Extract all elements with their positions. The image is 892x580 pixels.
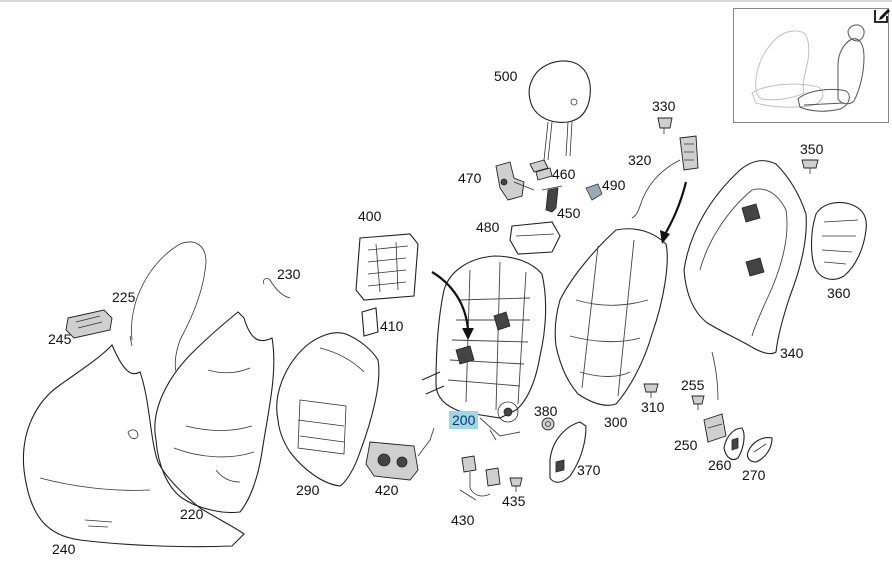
part-230-clip[interactable] — [263, 277, 291, 299]
callout-225[interactable]: 225 — [112, 289, 136, 305]
part-470-bracket[interactable] — [495, 161, 535, 201]
part-480-cover[interactable] — [509, 221, 561, 255]
part-460-clips[interactable] — [529, 159, 553, 181]
part-330-screw[interactable] — [657, 117, 673, 134]
callout-360[interactable]: 360 — [827, 285, 851, 301]
callout-260[interactable]: 260 — [708, 457, 732, 473]
callout-290[interactable]: 290 — [296, 482, 320, 498]
callout-500[interactable]: 500 — [494, 68, 518, 84]
part-410-pad[interactable] — [361, 307, 379, 337]
part-240-backrest-cover[interactable] — [22, 344, 245, 548]
callout-310[interactable]: 310 — [641, 399, 665, 415]
callout-330[interactable]: 330 — [652, 98, 676, 114]
callout-480[interactable]: 480 — [476, 219, 500, 235]
part-430-harness[interactable] — [459, 455, 501, 501]
callout-410[interactable]: 410 — [380, 318, 404, 334]
part-450-guide[interactable] — [541, 185, 563, 213]
callout-450[interactable]: 450 — [557, 205, 581, 221]
callout-255[interactable]: 255 — [681, 377, 705, 393]
callout-270[interactable]: 270 — [742, 467, 766, 483]
callout-470[interactable]: 470 — [458, 170, 482, 186]
part-270-cap[interactable] — [746, 437, 773, 463]
part-500-headrest[interactable] — [528, 60, 591, 161]
seat-overview-drawing — [751, 24, 865, 112]
arrow-320-to-300 — [660, 181, 688, 244]
overview-thumbnail[interactable] — [733, 8, 889, 123]
callout-220[interactable]: 220 — [180, 506, 204, 522]
callout-230[interactable]: 230 — [277, 266, 301, 282]
part-420-motor-unit[interactable] — [365, 427, 435, 481]
callout-460[interactable]: 460 — [552, 166, 576, 182]
part-255-screw[interactable] — [691, 395, 705, 410]
part-220-backrest-upholstery[interactable] — [154, 311, 275, 514]
arrow-400-to-200 — [431, 271, 474, 340]
part-290-backrest-panel[interactable] — [276, 332, 380, 487]
callout-430[interactable]: 430 — [451, 512, 475, 528]
callout-350[interactable]: 350 — [800, 141, 824, 157]
callout-400[interactable]: 400 — [358, 208, 382, 224]
callout-380[interactable]: 380 — [534, 403, 558, 419]
part-380-nut[interactable] — [541, 417, 555, 431]
callout-435[interactable]: 435 — [502, 493, 526, 509]
part-370-side-trim[interactable] — [549, 421, 587, 483]
callout-370[interactable]: 370 — [577, 462, 601, 478]
callout-250[interactable]: 250 — [674, 437, 698, 453]
part-225-wire[interactable] — [129, 241, 207, 373]
callout-200-selected[interactable]: 200 — [449, 411, 479, 429]
part-250-bracket[interactable] — [703, 351, 727, 443]
part-245-switch[interactable] — [65, 309, 113, 339]
part-260-button[interactable] — [723, 427, 745, 461]
callout-420[interactable]: 420 — [375, 482, 399, 498]
edit-icon[interactable] — [873, 6, 891, 24]
callout-490[interactable]: 490 — [602, 177, 626, 193]
part-340-back-shell[interactable] — [683, 160, 807, 355]
callout-245[interactable]: 245 — [48, 331, 72, 347]
callout-320[interactable]: 320 — [628, 152, 652, 168]
part-400-lumbar-support[interactable] — [355, 233, 419, 301]
callout-340[interactable]: 340 — [780, 345, 804, 361]
part-490-knob[interactable] — [585, 183, 603, 201]
part-300-rear-frame[interactable] — [554, 228, 668, 406]
part-435-screw[interactable] — [509, 477, 523, 492]
part-200-backrest-frame[interactable] — [421, 255, 547, 441]
top-divider — [0, 0, 892, 2]
part-320-cable[interactable] — [631, 135, 699, 219]
part-360-grille[interactable] — [810, 201, 867, 280]
part-310-screw[interactable] — [643, 383, 659, 398]
callout-240[interactable]: 240 — [52, 541, 76, 557]
part-350-screw[interactable] — [801, 159, 819, 174]
callout-300[interactable]: 300 — [604, 414, 628, 430]
